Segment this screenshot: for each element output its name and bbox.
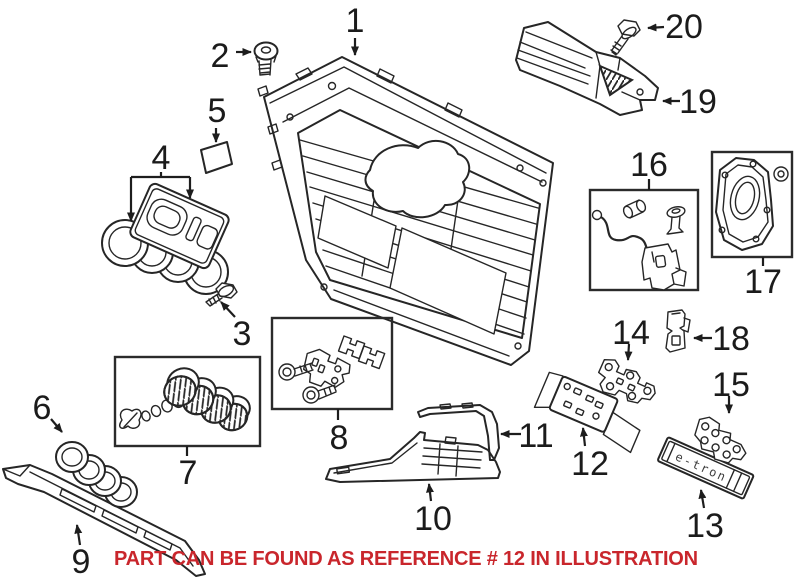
part-19-support-bracket [515, 21, 659, 116]
part-9-trim-strip [2, 464, 206, 577]
arrow-9 [74, 524, 83, 546]
callout-4: 4 [151, 139, 171, 177]
part-17-gasket-box [710, 150, 794, 259]
callout-2: 2 [210, 37, 230, 75]
part-5-pad [200, 141, 233, 174]
callout-17: 17 [744, 263, 782, 301]
part-10-lower-grille [325, 431, 501, 483]
part-14-bracket [597, 358, 656, 404]
arrow-10 [426, 483, 434, 502]
callout-10: 10 [414, 500, 452, 538]
part-18-clip [665, 309, 691, 353]
callout-8: 8 [329, 419, 349, 457]
part-4-gasket-and-plate [101, 182, 230, 295]
arrow-6 [50, 418, 63, 433]
part-1-grille [257, 56, 554, 366]
part-16-sensor-box [588, 188, 700, 292]
part-11-trim-molding [417, 402, 500, 461]
part-16-box [588, 188, 700, 292]
callout-13: 13 [686, 507, 724, 545]
part-13-etron-badge: e-tron [657, 436, 755, 500]
arrow-13 [698, 489, 707, 509]
part-6-rings-gasket [55, 441, 138, 508]
part-2-screw [253, 41, 279, 76]
callout-16: 16 [630, 146, 668, 184]
callout-15: 15 [712, 366, 750, 404]
callout-9: 9 [71, 543, 91, 578]
callout-12: 12 [571, 445, 609, 483]
part-3-screw [205, 282, 238, 307]
part-8-hardware-box [270, 316, 394, 411]
leader-4 [131, 172, 190, 179]
part-17-box [710, 150, 794, 259]
callout-3: 3 [232, 315, 252, 353]
callout-18: 18 [712, 320, 750, 358]
part-12-plate-filler [533, 371, 641, 454]
callout-14: 14 [612, 314, 650, 352]
callout-20: 20 [665, 8, 703, 46]
callout-arrows [50, 23, 765, 546]
part-20-bolt [610, 19, 641, 56]
arrow-12 [579, 427, 588, 447]
callout-6: 6 [32, 389, 52, 427]
part-15-bracket [694, 416, 747, 464]
part-8-box [270, 316, 394, 411]
callout-1: 1 [345, 2, 365, 40]
arrow-3 [220, 301, 236, 318]
reference-note: PART CAN BE FOUND AS REFERENCE # 12 IN I… [114, 548, 698, 570]
arrow-20 [647, 23, 665, 32]
callout-19: 19 [679, 83, 717, 121]
callout-7: 7 [178, 454, 198, 492]
arrow-14 [624, 343, 633, 361]
callout-5: 5 [207, 92, 227, 130]
callout-11: 11 [518, 417, 554, 455]
part-7-emblem-box [113, 355, 262, 448]
